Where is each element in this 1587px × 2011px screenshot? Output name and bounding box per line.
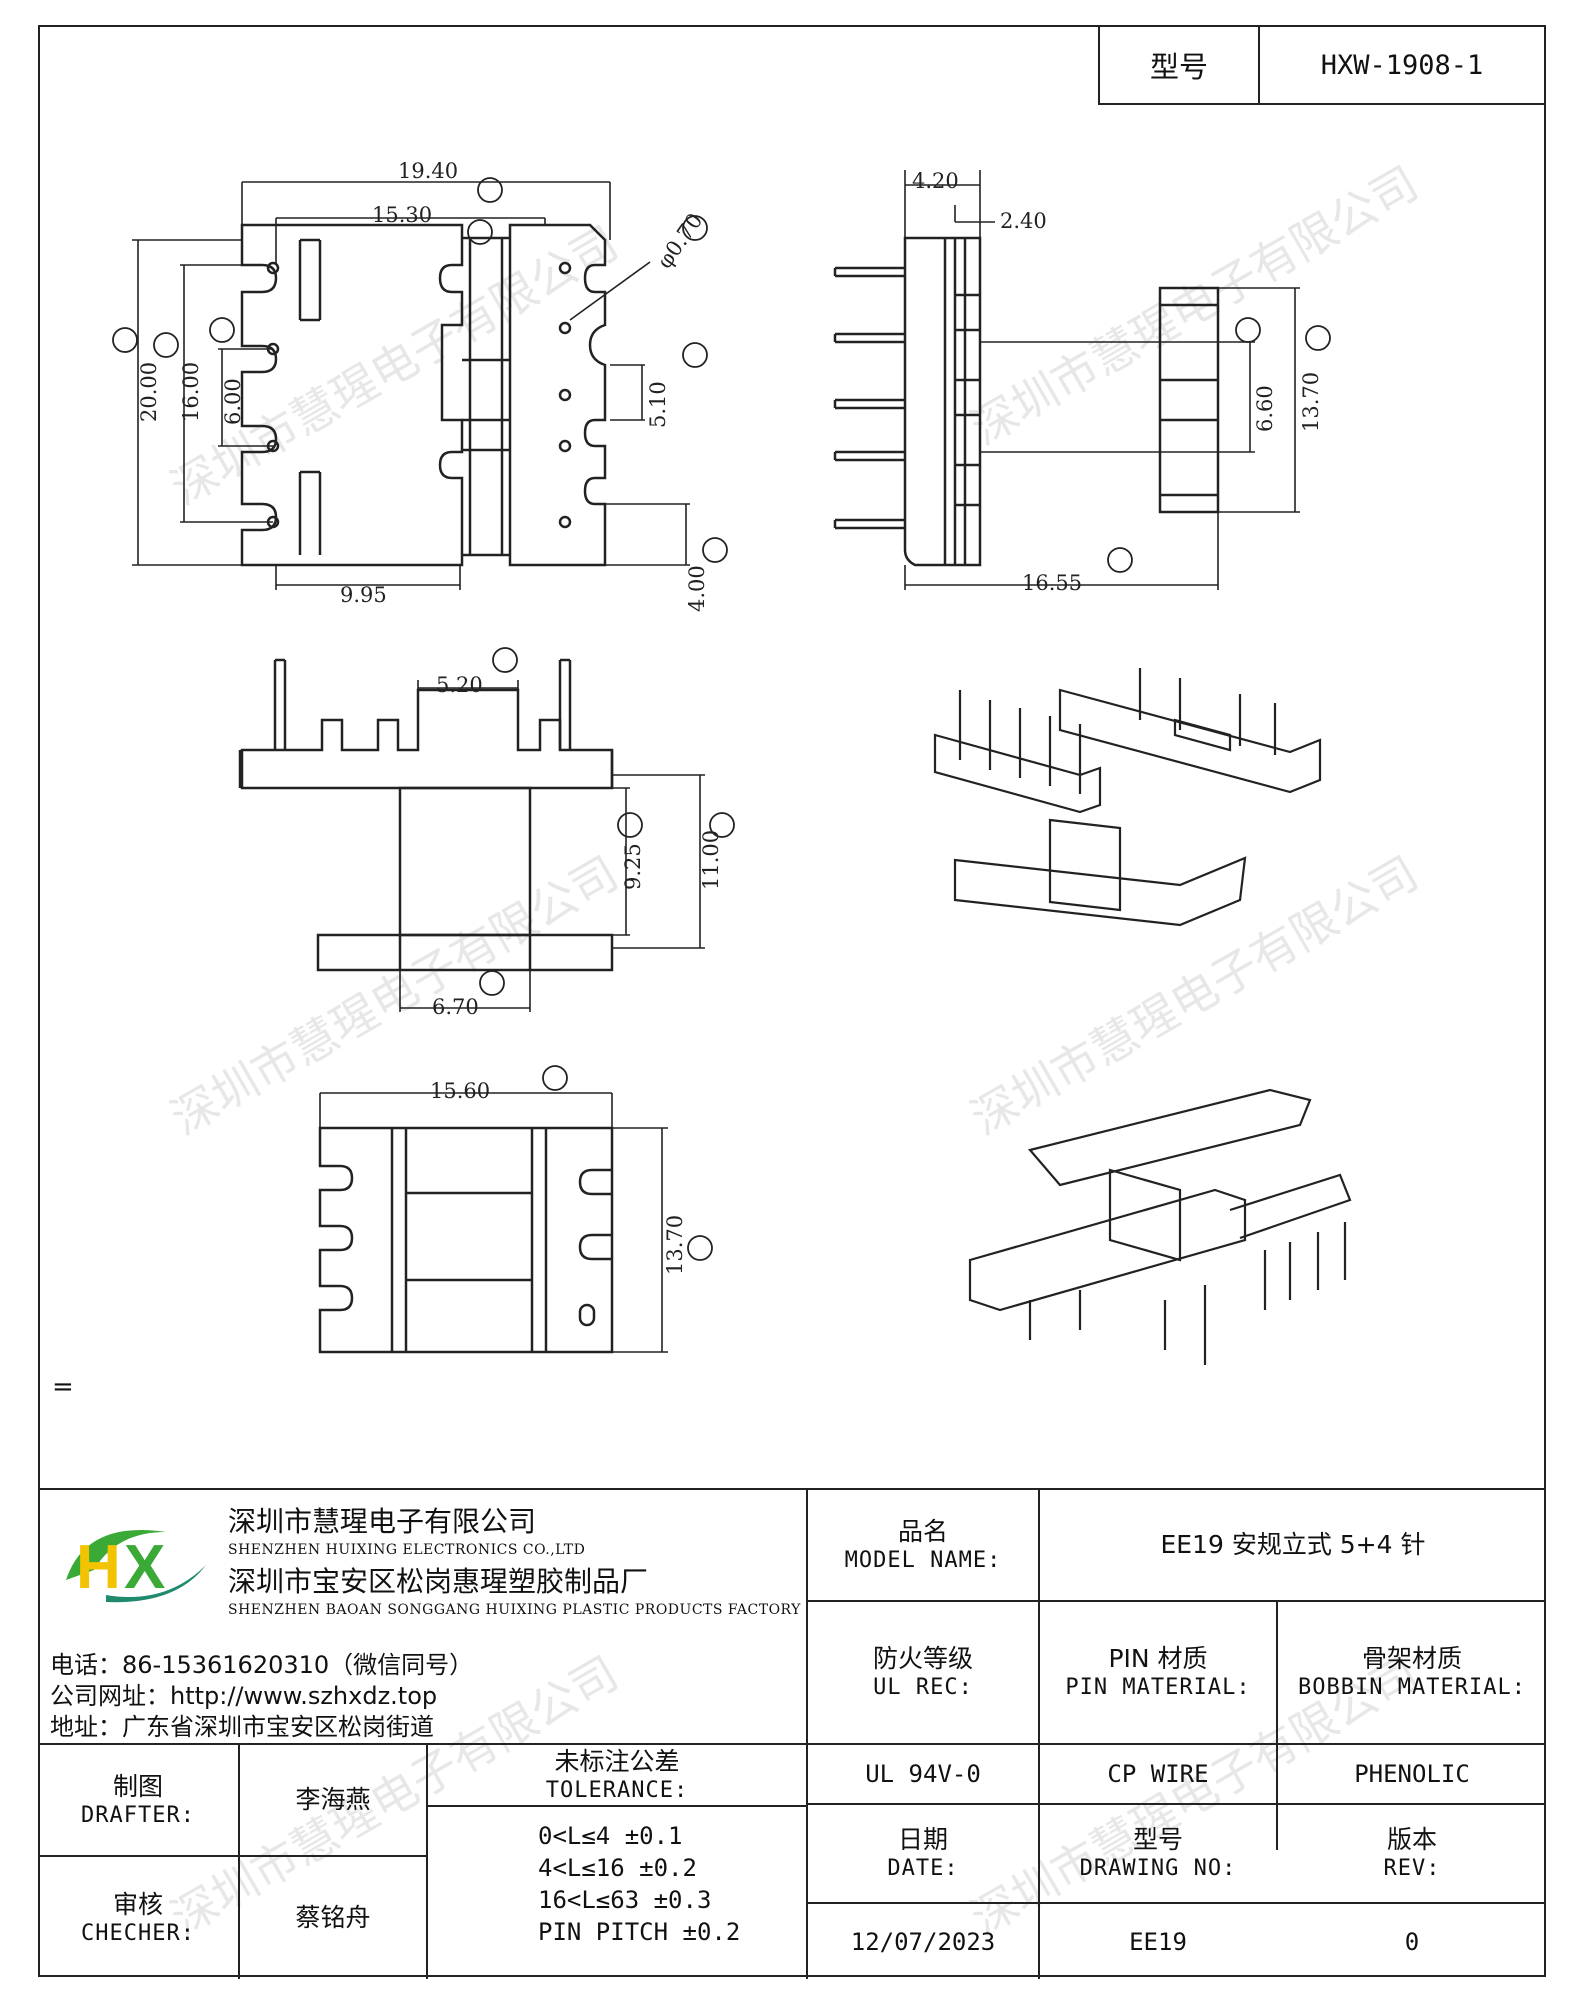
isometric-view-top xyxy=(933,668,1322,927)
dim-label: 13.70 xyxy=(663,1215,687,1275)
title-block: H X 深圳市慧瑆电子有限公司 SHENZHEN HUIXING ELECTRO… xyxy=(38,1488,1546,1979)
website[interactable]: 公司网址：http://www.szhxdz.top xyxy=(50,1682,438,1710)
tolerance-line: 16<L≤63 ±0.3 xyxy=(538,1886,712,1914)
drawing-sheet: 型号 HXW-1908-1 xyxy=(38,25,1546,1977)
drawing-no-value: EE19 xyxy=(1129,1927,1187,1956)
rev-value: 0 xyxy=(1404,1927,1420,1956)
bottom-view: 15.60 13.70 xyxy=(318,1079,687,1354)
dim-label: 16.55 xyxy=(1022,571,1082,595)
dim-label: 9.25 xyxy=(621,843,645,890)
tolerance-table: 0<L≤4 ±0.1 4<L≤16 ±0.2 16<L≤63 ±0.3 PIN … xyxy=(538,1820,740,1948)
factory-name: 深圳市宝安区松岗惠瑆塑胶制品厂 xyxy=(228,1565,649,1598)
svg-text:X: X xyxy=(124,1533,165,1602)
dim-label: 6.60 xyxy=(1253,385,1277,432)
bobbin-material-value: PHENOLIC xyxy=(1354,1760,1470,1788)
dim-label: 6.00 xyxy=(221,378,245,425)
company-name-en: SHENZHEN HUIXING ELECTRONICS CO.,LTD xyxy=(228,1542,586,1558)
tolerance-line: 4<L≤16 ±0.2 xyxy=(538,1854,697,1882)
dim-label: 15.30 xyxy=(372,203,432,227)
dim-label: 19.40 xyxy=(398,159,458,183)
phone: 电话：86-15361620310（微信同号） xyxy=(50,1651,474,1679)
dim-label: 5.20 xyxy=(436,673,483,697)
tolerance-line: 0<L≤4 ±0.1 xyxy=(538,1822,683,1850)
model-name-value: EE19 安规立式 5+4 针 xyxy=(1160,1530,1426,1560)
model-value: HXW-1908-1 xyxy=(1320,49,1484,81)
company-logo: H X xyxy=(66,1530,206,1603)
dim-label: 4.00 xyxy=(685,565,709,612)
pin-material-value: CP WIRE xyxy=(1107,1760,1209,1788)
model-label: 型号 xyxy=(1100,27,1260,103)
isometric-view-bottom xyxy=(968,1088,1352,1365)
drafter-value: 李海燕 xyxy=(295,1785,371,1815)
date-value: 12/07/2023 xyxy=(850,1927,996,1956)
stray-mark: = xyxy=(52,1372,74,1402)
dim-label: 16.00 xyxy=(179,362,203,422)
checker-value: 蔡铭舟 xyxy=(295,1903,371,1933)
dim-label: 4.20 xyxy=(912,169,959,193)
address: 地址：广东省深圳市宝安区松岗街道 xyxy=(50,1713,434,1741)
model-number-box: 型号 HXW-1908-1 xyxy=(1098,27,1544,105)
dim-label: 6.70 xyxy=(432,995,479,1019)
dim-label: 11.00 xyxy=(699,830,723,890)
side-view: 4.20 2.40 6.60 13.70 16.55 xyxy=(833,169,1323,595)
ul-value: UL 94V-0 xyxy=(865,1760,981,1788)
dim-label: 15.60 xyxy=(430,1079,490,1103)
contact-info: 电话：86-15361620310（微信同号） 公司网址：http://www.… xyxy=(50,1650,473,1743)
dim-label: 13.70 xyxy=(1299,372,1323,432)
top-view: 19.40 15.30 20.00 16.00 6.00 5.10 9.95 4… xyxy=(132,159,709,612)
factory-name-en: SHENZHEN BAOAN SONGGANG HUIXING PLASTIC … xyxy=(228,1602,801,1618)
dim-label: 5.10 xyxy=(646,381,670,428)
dim-label: 9.95 xyxy=(340,583,387,607)
company-name: 深圳市慧瑆电子有限公司 xyxy=(228,1505,537,1538)
model-name-label: 品名 MODEL NAME: xyxy=(844,1516,1002,1573)
dim-label: φ0.70 xyxy=(652,209,707,273)
company-info: 深圳市慧瑆电子有限公司 SHENZHEN HUIXING ELECTRONICS… xyxy=(228,1500,801,1620)
tolerance-line: PIN PITCH ±0.2 xyxy=(538,1918,741,1946)
dim-label: 20.00 xyxy=(137,362,161,422)
dim-label: 2.40 xyxy=(1000,209,1047,233)
front-view: 5.20 9.25 11.00 6.70 xyxy=(238,658,723,1019)
reference-circles xyxy=(112,177,1331,1261)
logo-text: H xyxy=(76,1533,121,1602)
technical-drawing: 19.40 15.30 20.00 16.00 6.00 5.10 9.95 4… xyxy=(112,159,1352,1365)
